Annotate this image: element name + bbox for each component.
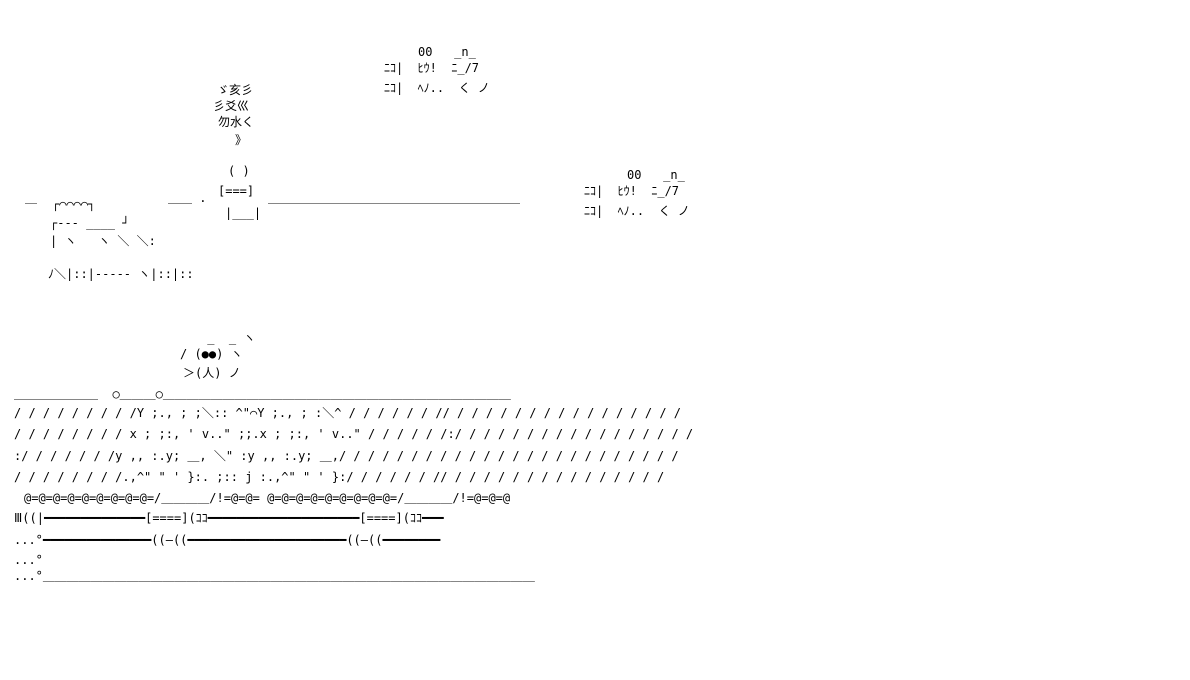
house-line-2: ┌--- ____ ┘	[50, 216, 130, 230]
field-row-1: / / / / / / / / /Y ;., ; ;＼:: ^"⌒Y ;., ;…	[14, 406, 681, 420]
field-row-3: :/ / / / / / /y ,, :.y; ＿, ＼" :y ,, :.y;…	[14, 449, 679, 463]
train-couplers: @=@=@=@=@=@=@=@=@=/＿＿＿＿/!=@=@= @=@=@=@=@…	[24, 491, 511, 505]
smoke-line-3: 勿水く	[218, 115, 255, 129]
sfx-right-row2: ﾆｺ| ﾍﾉ.. く ノ	[584, 204, 690, 218]
train-dots: ...°	[14, 553, 43, 567]
chimney-top: [===]	[218, 184, 255, 198]
house-line-4: ﾉ＼|::|----- ヽ|::|::	[48, 267, 194, 281]
sfx-top-oo: 00 _n_	[418, 45, 476, 59]
field-row-4: / / / / / / / /.,^" " ' }:. ;:: j :.,^" …	[14, 470, 665, 484]
chimney-base: |___|	[225, 206, 262, 220]
horizon-right: ＿＿＿＿＿＿＿＿＿＿＿＿＿＿＿＿＿＿＿＿＿	[268, 191, 521, 205]
house-roof: ┌⌒⌒⌒⌒┐	[52, 197, 96, 211]
smoke-line-5: ( )	[228, 164, 250, 178]
smoke-line-2: 彡爻巛	[213, 99, 250, 113]
train-wheels: ...°━━━━━━━━━━━━━━━((—((━━━━━━━━━━━━━━━━…	[14, 533, 441, 547]
character-eyes: / (●●) ヽ	[180, 347, 243, 361]
sfx-right-oo: 00 _n_	[627, 168, 685, 182]
field-horizon: ＿＿＿＿＿＿＿ ○＿＿＿○＿＿＿＿＿＿＿＿＿＿＿＿＿＿＿＿＿＿＿＿＿＿＿＿＿＿＿…	[14, 387, 511, 401]
smoke-line-1: ゞ亥彡	[217, 83, 254, 97]
sfx-top-row2: ﾆｺ| ﾍﾉ.. く ノ	[384, 81, 490, 95]
train-rail: ...°＿＿＿＿＿＿＿＿＿＿＿＿＿＿＿＿＿＿＿＿＿＿＿＿＿＿＿＿＿＿＿＿＿＿＿＿…	[14, 569, 535, 583]
sfx-top-row1: ﾆｺ| ﾋｳ! ﾆ_/7	[384, 61, 480, 75]
house-line-3: | ヽ ヽ ＼ ＼:	[50, 234, 156, 248]
train-body: Ⅲ((|━━━━━━━━━━━━━━[====](ｺｺ━━━━━━━━━━━━━…	[14, 511, 444, 525]
sfx-right-row1: ﾆｺ| ﾋｳ! ﾆ_/7	[584, 184, 680, 198]
smoke-line-4: 》	[235, 133, 248, 147]
horizon-mid: ＿＿ .	[168, 191, 207, 205]
field-row-2: / / / / / / / / x ; ;:, ' v.." ;;.x ; ;:…	[14, 427, 694, 441]
character-brow: _ _ ヽ	[200, 331, 256, 345]
horizon-left: ＿	[25, 191, 38, 205]
character-mouth: ＞(人) ノ	[183, 366, 241, 380]
